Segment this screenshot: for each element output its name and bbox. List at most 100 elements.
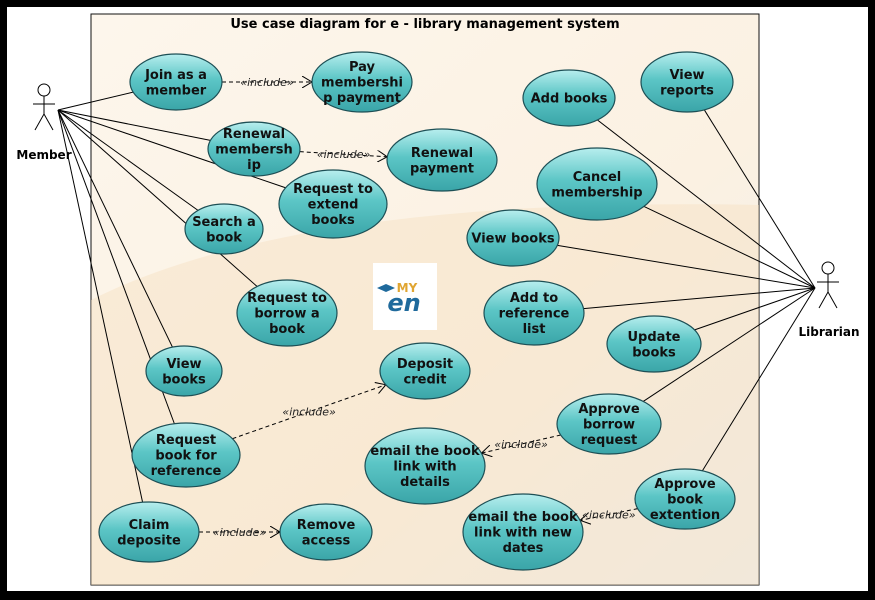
usecase-label: request	[581, 433, 638, 448]
usecase-label: Deposit	[397, 357, 453, 372]
actor-head-icon	[821, 261, 835, 275]
usecase-label: Update	[628, 330, 681, 345]
usecase-view-l[interactable]: View books	[466, 209, 560, 267]
association-line-member-join	[57, 91, 134, 111]
association-line-librarian-approve-borrow	[642, 287, 816, 402]
association-line-librarian-view-l	[557, 244, 816, 289]
actor-head-icon	[37, 83, 51, 97]
usecase-label: Join as a	[144, 68, 207, 83]
usecase-ellipse	[207, 121, 301, 177]
usecase-label: View	[166, 357, 201, 372]
usecase-add-books[interactable]: Add books	[522, 69, 616, 127]
usecase-label: Cancel	[573, 170, 622, 185]
usecase-ellipse	[536, 147, 658, 221]
usecase-ellipse	[522, 69, 616, 127]
usecase-label: reference	[499, 307, 570, 322]
association-line-member-view-m	[57, 109, 173, 348]
usecase-label: membership	[551, 185, 642, 200]
usecase-label: access	[302, 533, 351, 548]
graduation-cap-icon	[377, 284, 395, 292]
usecase-label: Request	[156, 433, 216, 448]
usecase-label: Pay	[349, 60, 376, 75]
usecase-label: Request to	[293, 182, 373, 197]
association-line-member-borrow	[57, 109, 258, 287]
logo-box	[373, 263, 437, 330]
usecase-label: p payment	[323, 91, 401, 106]
usecase-ellipse	[236, 279, 338, 347]
usecase-label: Add books	[531, 92, 608, 107]
usecase-ellipse	[129, 53, 223, 111]
usecase-label: Request to	[247, 291, 327, 306]
actor-label: Member	[16, 148, 71, 162]
usecase-ellipse	[278, 169, 388, 239]
usecase-label: book	[667, 493, 703, 508]
usecase-label: link with new	[474, 526, 572, 541]
usecase-label: extend	[308, 198, 359, 213]
usecase-label: borrow	[583, 418, 635, 433]
association-line-librarian-reports	[703, 109, 816, 289]
usecase-label: book for	[155, 449, 217, 464]
usecase-label: email the book	[370, 444, 480, 459]
usecase-ellipse	[640, 51, 734, 113]
include-label: «include»	[582, 509, 636, 522]
association-line-member-search	[57, 109, 199, 211]
usecase-ellipse	[131, 422, 241, 488]
usecase-label: Add to	[510, 291, 558, 306]
association-line-librarian-cancel	[643, 205, 816, 289]
actor-librarian[interactable]: Librarian	[798, 261, 860, 339]
usecase-ellipse	[466, 209, 560, 267]
logo-text: MY	[397, 281, 418, 295]
usecase-label: reports	[660, 83, 714, 98]
association-line-librarian-add-books	[597, 119, 816, 289]
usecase-label: payment	[410, 161, 474, 176]
usecase-label: Remove	[297, 518, 356, 533]
usecase-ellipse	[483, 280, 585, 346]
usecase-ellipse	[364, 427, 486, 505]
include-label: «include»	[282, 406, 336, 419]
usecase-label: books	[632, 345, 676, 360]
usecase-label: reference	[151, 464, 222, 479]
usecase-ellipse	[462, 493, 584, 571]
actor-member[interactable]: Member	[16, 83, 72, 162]
usecase-label: details	[400, 475, 450, 490]
usecase-label: member	[146, 83, 207, 98]
usecase-ellipse	[279, 503, 373, 561]
usecase-label: books	[162, 372, 206, 387]
usecase-ellipse	[386, 128, 498, 192]
usecase-ellipse	[556, 393, 662, 455]
association-line-librarian-approve-ext	[701, 287, 816, 472]
association-line-librarian-update	[694, 287, 816, 331]
usecase-label: extention	[650, 508, 720, 523]
usecase-label: View	[669, 68, 704, 83]
usecase-ellipse	[145, 345, 223, 397]
include-arrow-approve-ext-email-dates	[580, 508, 638, 521]
diagram-title: Use case diagram for e - library managem…	[230, 17, 619, 32]
usecase-ellipse	[98, 501, 200, 563]
usecase-label: deposite	[117, 533, 181, 548]
include-label: «include»	[213, 526, 267, 539]
usecase-label: Renewal	[411, 146, 473, 161]
